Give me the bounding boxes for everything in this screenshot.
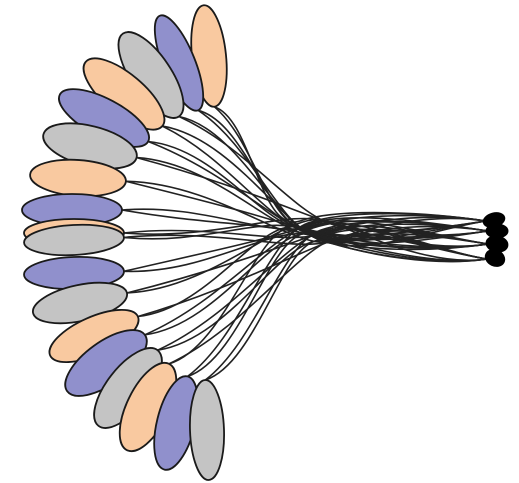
strands-layer [122, 107, 488, 380]
strand [214, 107, 486, 222]
strand [138, 227, 488, 317]
petal-gray [188, 379, 225, 480]
knots-layer [482, 210, 510, 269]
petals-layer [22, 4, 231, 481]
strand [188, 233, 488, 376]
